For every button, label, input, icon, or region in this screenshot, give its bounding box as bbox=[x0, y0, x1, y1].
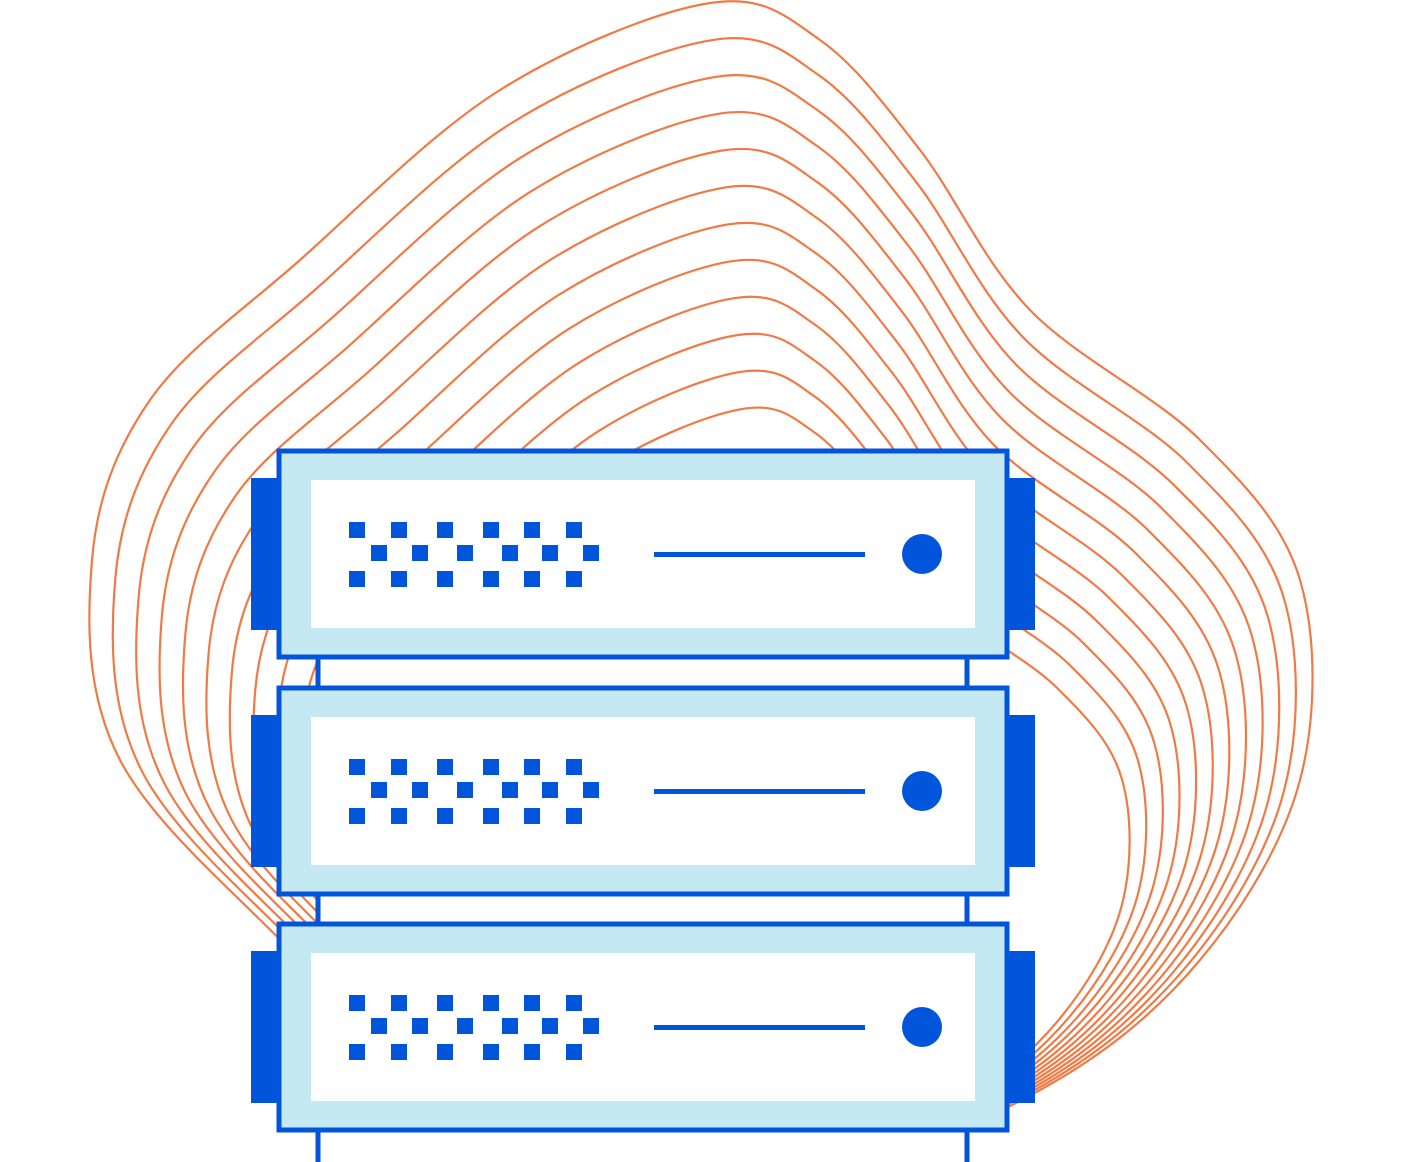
vent-square bbox=[412, 782, 428, 798]
vent-square bbox=[349, 571, 365, 587]
contour-line bbox=[88, 0, 1314, 1162]
vent-square bbox=[412, 1018, 428, 1034]
contour-line bbox=[111, 36, 1297, 1162]
vent-square bbox=[483, 1044, 499, 1060]
server-panel bbox=[311, 717, 975, 865]
drive-slot bbox=[654, 1025, 865, 1030]
vent-square bbox=[483, 808, 499, 824]
vent-square bbox=[391, 759, 407, 775]
vent-square bbox=[524, 995, 540, 1011]
server-unit bbox=[251, 685, 1035, 897]
vent-square bbox=[583, 545, 599, 561]
vent-square bbox=[524, 571, 540, 587]
contour-line bbox=[158, 110, 1264, 1162]
vent-square bbox=[457, 545, 473, 561]
vent-square bbox=[437, 522, 453, 538]
vent-square bbox=[483, 571, 499, 587]
vent-square bbox=[483, 995, 499, 1011]
vent-square bbox=[583, 782, 599, 798]
vent-square bbox=[437, 571, 453, 587]
vent-square bbox=[437, 995, 453, 1011]
vent-square bbox=[349, 808, 365, 824]
vent-square bbox=[524, 808, 540, 824]
vent-square bbox=[349, 995, 365, 1011]
server-unit bbox=[251, 921, 1035, 1133]
vent-square bbox=[437, 759, 453, 775]
vent-square bbox=[371, 545, 387, 561]
vent-square bbox=[583, 1018, 599, 1034]
vent-square bbox=[566, 571, 582, 587]
vent-square bbox=[391, 522, 407, 538]
vent-square bbox=[542, 1018, 558, 1034]
rack-ear-right bbox=[1005, 715, 1035, 867]
vent-square bbox=[566, 1044, 582, 1060]
vent-square bbox=[349, 759, 365, 775]
vent-square bbox=[391, 995, 407, 1011]
vent-square bbox=[524, 522, 540, 538]
vent-square bbox=[371, 1018, 387, 1034]
vent-square bbox=[391, 1044, 407, 1060]
vent-square bbox=[566, 808, 582, 824]
server-stack bbox=[251, 448, 1035, 1162]
server-panel bbox=[311, 480, 975, 628]
rack-ear-left bbox=[251, 951, 281, 1103]
rack-ear-left bbox=[251, 478, 281, 630]
power-led-icon bbox=[902, 1007, 942, 1047]
vent-square bbox=[371, 782, 387, 798]
contour-line bbox=[135, 74, 1281, 1162]
vent-square bbox=[483, 522, 499, 538]
vent-square bbox=[542, 545, 558, 561]
rack-ear-right bbox=[1005, 478, 1035, 630]
rack-ear-right bbox=[1005, 951, 1035, 1103]
server-unit bbox=[251, 448, 1035, 660]
vent-square bbox=[349, 522, 365, 538]
drive-slot bbox=[654, 789, 865, 794]
vent-square bbox=[566, 995, 582, 1011]
vent-square bbox=[457, 1018, 473, 1034]
server-base bbox=[315, 1127, 970, 1162]
rack-ear-left bbox=[251, 715, 281, 867]
server-spacer bbox=[315, 891, 970, 927]
vent-square bbox=[502, 782, 518, 798]
vent-square bbox=[542, 782, 558, 798]
contour-line bbox=[181, 147, 1248, 1162]
vent-square bbox=[437, 808, 453, 824]
vent-square bbox=[412, 545, 428, 561]
power-led-icon bbox=[902, 534, 942, 574]
vent-square bbox=[524, 759, 540, 775]
vent-square bbox=[483, 759, 499, 775]
drive-slot bbox=[654, 552, 865, 557]
power-led-icon bbox=[902, 771, 942, 811]
vent-square bbox=[437, 1044, 453, 1060]
server-panel bbox=[311, 953, 975, 1101]
vent-square bbox=[391, 571, 407, 587]
vent-square bbox=[502, 1018, 518, 1034]
vent-square bbox=[524, 1044, 540, 1060]
vent-square bbox=[391, 808, 407, 824]
vent-square bbox=[502, 545, 518, 561]
vent-square bbox=[349, 1044, 365, 1060]
vent-square bbox=[566, 522, 582, 538]
vent-square bbox=[457, 782, 473, 798]
server-spacer bbox=[315, 654, 970, 691]
vent-square bbox=[566, 759, 582, 775]
